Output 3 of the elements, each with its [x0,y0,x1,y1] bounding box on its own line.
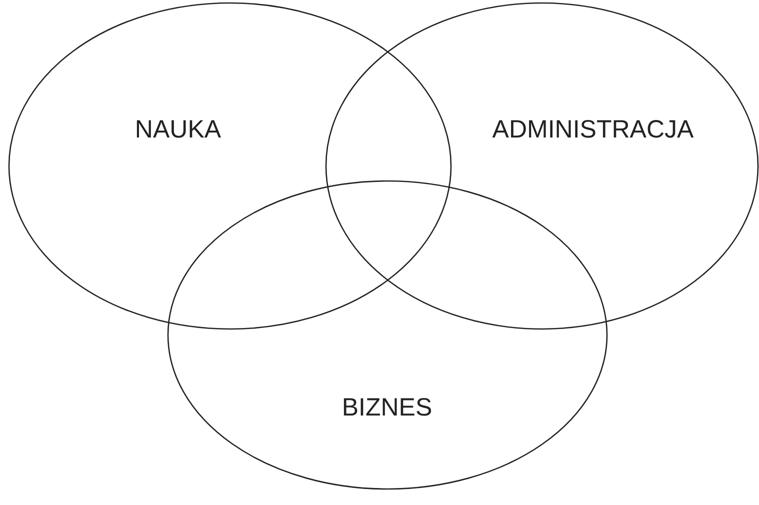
set-label: NAUKA [134,116,222,144]
set-label: ADMINISTRACJA [492,116,694,144]
set-label: BIZNES [342,394,432,422]
